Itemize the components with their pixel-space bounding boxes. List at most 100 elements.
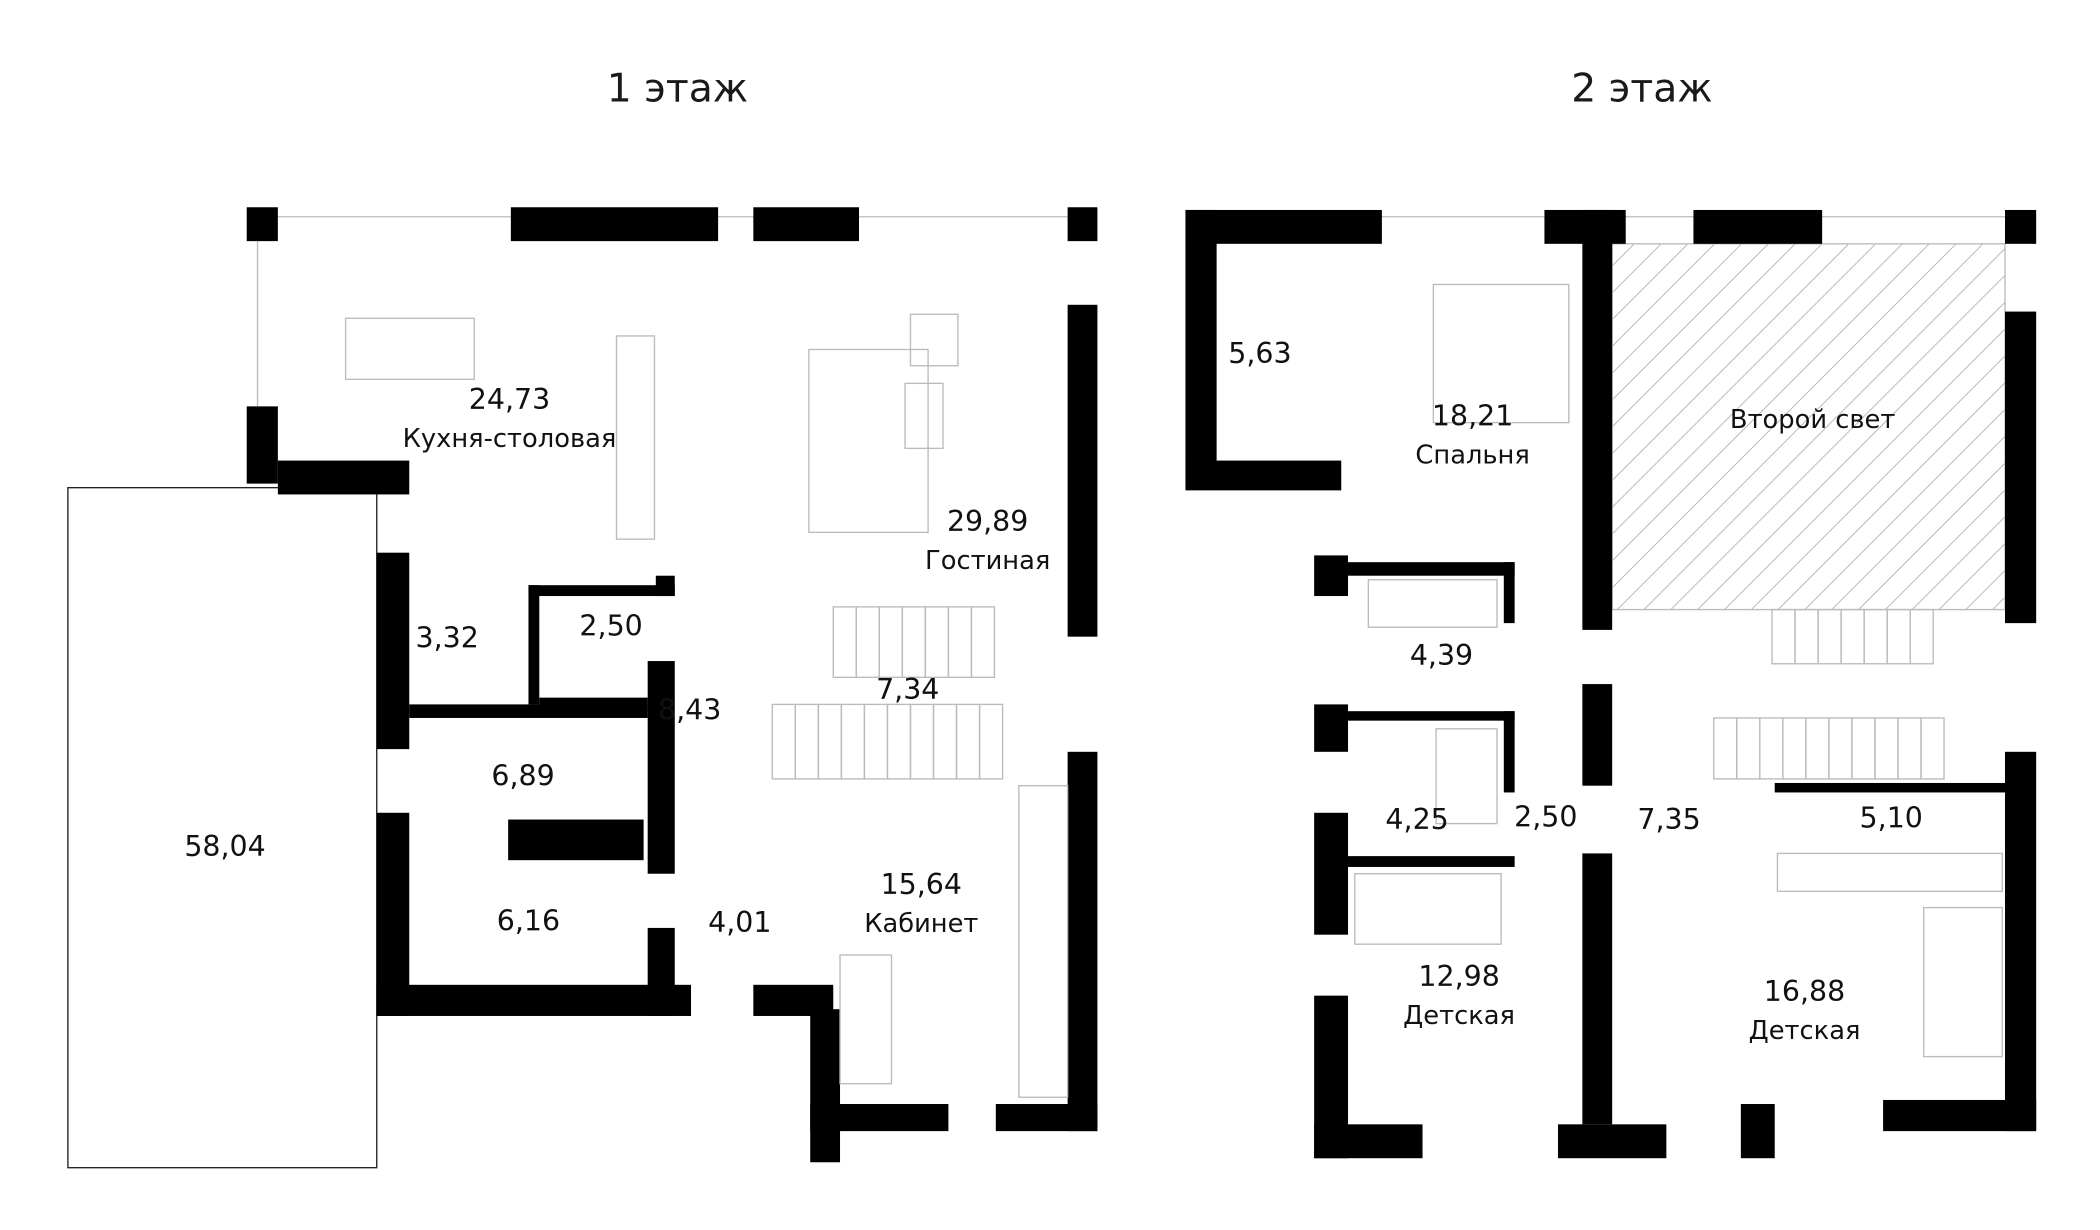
armchair [909, 313, 959, 367]
wall [1067, 751, 1098, 1132]
wall [1067, 304, 1098, 637]
stair-step [832, 606, 857, 678]
wall [2005, 311, 2037, 624]
bathtub [1367, 579, 1498, 628]
room-area: 3,32 [416, 622, 479, 655]
wall [1348, 856, 1515, 867]
coffee-table [904, 382, 944, 450]
wall [1774, 782, 2006, 793]
wall [1503, 711, 1515, 793]
wall [1693, 209, 1823, 244]
wall [1348, 711, 1515, 721]
stair-step [1759, 717, 1784, 780]
stair-step [817, 703, 843, 780]
stair-step [978, 703, 1004, 780]
sofa [808, 348, 929, 534]
wall [995, 1104, 1098, 1132]
stair-step [1794, 608, 1819, 665]
stair-step [1713, 717, 1738, 780]
wall [1557, 1124, 1667, 1159]
stair-step [1874, 717, 1899, 780]
stair-step [901, 606, 927, 678]
room-area: 16,88 [1764, 975, 1845, 1008]
stair-step [1736, 717, 1761, 780]
room-name: Гостиная [925, 546, 1050, 576]
room-area: 5,63 [1228, 337, 1291, 370]
desk [839, 954, 893, 1085]
floor-2-plan [1185, 209, 2037, 1159]
stair-step [1863, 608, 1888, 665]
room-area: 15,64 [881, 868, 962, 901]
wall [1314, 812, 1349, 935]
bed-kids-2 [1923, 906, 2003, 1058]
wall [647, 927, 675, 1016]
stair-step [970, 606, 996, 678]
bed-kids-1 [1354, 873, 1502, 945]
stair-step [1771, 608, 1796, 665]
wall [528, 585, 540, 705]
stair-step [1909, 608, 1934, 665]
stair-step [1840, 608, 1865, 665]
stair-step [924, 606, 950, 678]
wall [1067, 207, 1098, 242]
room-area: 8,43 [658, 693, 721, 726]
wall [1582, 209, 1613, 630]
room-area: 7,35 [1637, 803, 1700, 836]
floor-2-title: 2 этаж [1571, 67, 1712, 112]
wall [246, 406, 278, 484]
stair-step [855, 606, 880, 678]
room-area: 2,50 [1514, 800, 1577, 833]
shower [1435, 728, 1498, 825]
room-area: 4,01 [708, 906, 771, 939]
room-name: Кухня-столовая [403, 424, 617, 454]
room-area: 4,25 [1385, 803, 1448, 836]
wall [409, 704, 648, 718]
wall [1314, 704, 1349, 752]
wall [1314, 555, 1349, 597]
floor-2-walls [1185, 209, 2037, 1159]
wall [1185, 460, 1342, 491]
stair-step [794, 703, 820, 780]
kitchen-counter [615, 335, 656, 540]
stair-step [955, 703, 981, 780]
floor-1-title: 1 этаж [607, 67, 748, 112]
stair-step [1805, 717, 1830, 780]
floor-1-plan [67, 207, 1098, 1169]
stair-step [840, 703, 866, 780]
room-area: 5,10 [1860, 802, 1923, 835]
wall [246, 207, 278, 242]
stair-step [1817, 608, 1842, 665]
room-area: 4,39 [1410, 639, 1473, 672]
wall [528, 585, 675, 597]
room-name: Детская [1403, 1001, 1515, 1031]
stair-step [1828, 717, 1853, 780]
stair-step [909, 703, 935, 780]
stair-step [932, 703, 958, 780]
room-area: 12,98 [1418, 960, 1499, 993]
wall [1582, 853, 1613, 1125]
dining-table [344, 317, 475, 380]
room-area: 18,21 [1432, 399, 1513, 432]
room-name: Второй свет [1730, 405, 1895, 435]
stair-step [947, 606, 973, 678]
room-area: 6,89 [491, 760, 554, 793]
wall [810, 1104, 949, 1132]
stair-step [863, 703, 889, 780]
wardrobe [1018, 785, 1069, 1098]
wall [1503, 562, 1515, 624]
wall [647, 661, 675, 874]
stair-step [878, 606, 904, 678]
room-name: Спальня [1415, 440, 1529, 470]
wall [277, 460, 410, 495]
room-name: Детская [1749, 1016, 1861, 1046]
stair-step [1897, 717, 1922, 780]
floor-1-walls [246, 207, 1098, 1163]
wall [510, 207, 719, 242]
stair-step [771, 703, 797, 780]
floor-2-stairs [1713, 608, 1945, 780]
stair-step [886, 703, 912, 780]
wall [1582, 684, 1613, 786]
wall [753, 207, 859, 242]
room-name: Кабинет [864, 909, 978, 939]
